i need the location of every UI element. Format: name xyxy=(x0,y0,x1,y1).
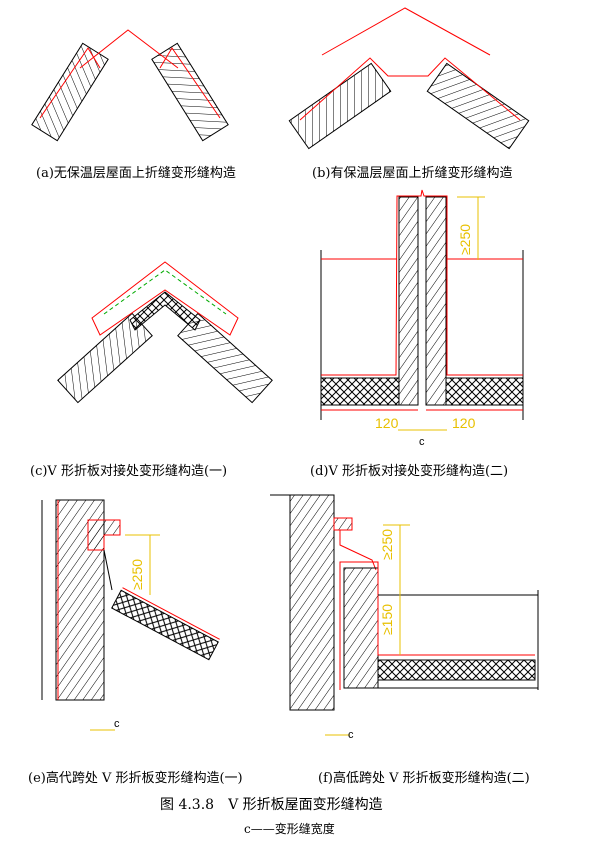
diagram-e: ≥250 c xyxy=(41,499,220,731)
diagram-c xyxy=(57,261,273,404)
caption-a: (a)无保温层屋面上折缝变形缝构造 xyxy=(36,166,236,181)
legend-note: c——变形缝宽度 xyxy=(244,822,335,836)
wall-right xyxy=(425,196,447,406)
slab-right xyxy=(426,62,530,150)
slab-left xyxy=(31,42,109,142)
dim-e-height: ≥250 xyxy=(129,559,145,590)
low-wall xyxy=(343,567,379,689)
high-wall xyxy=(289,494,335,711)
dim-d-right: 120 xyxy=(452,415,476,431)
insulation-left xyxy=(320,377,400,406)
dim-f-height-low: ≥150 xyxy=(379,604,395,635)
diagram-b xyxy=(288,7,530,150)
dim-f-gap: c xyxy=(348,729,354,741)
diagram-d: ≥250 120 120 c xyxy=(320,189,524,448)
insulation-right xyxy=(445,377,524,406)
flashing xyxy=(339,561,535,690)
flashing-cap xyxy=(321,7,491,56)
slab xyxy=(111,587,220,661)
gutter-bracket xyxy=(87,519,121,551)
caption-c: (c)V 形折板对接处变形缝构造(一) xyxy=(30,464,228,479)
insulation xyxy=(377,659,536,681)
dim-d-gap: c xyxy=(419,436,425,448)
slab-left xyxy=(288,62,392,150)
caption-e: (e)高代跨处 V 形折板变形缝构造(一) xyxy=(28,771,243,786)
flashing xyxy=(321,189,523,376)
flashing-cap xyxy=(79,29,179,69)
wall-left xyxy=(398,196,419,406)
dim-d-left: 120 xyxy=(375,415,399,431)
dim-f-height-top: ≥250 xyxy=(379,529,395,560)
caption-f: (f)高低跨处 V 形折板变形缝构造(二) xyxy=(318,771,530,786)
dim-e-gap: c xyxy=(114,718,120,730)
caption-d: (d)V 形折板对接处变形缝构造(二) xyxy=(310,464,509,479)
diagram-a xyxy=(31,29,229,142)
cap-board xyxy=(91,261,239,336)
caption-b: (b)有保温层屋面上折缝变形缝构造 xyxy=(312,166,513,181)
slab-right xyxy=(151,42,229,142)
figure-title: 图 4.3.8 V 形折板屋面变形缝构造 xyxy=(160,797,383,813)
dim-d-height: ≥250 xyxy=(457,224,473,255)
diagram-f: ≥250 ≥150 c xyxy=(270,494,539,741)
